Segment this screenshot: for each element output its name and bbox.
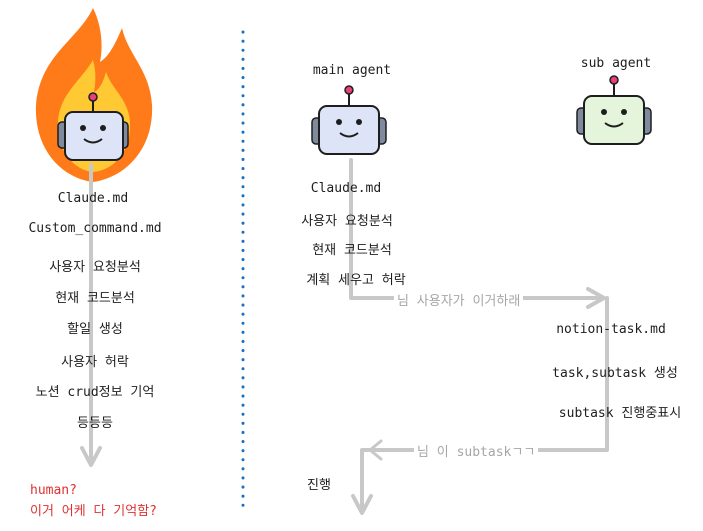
left-item-3: 사용자 요청분석 xyxy=(49,260,141,275)
return-label: 님 이 subtaskㄱㄱ xyxy=(414,441,539,460)
main-item-3: 현재 코드분석 xyxy=(312,243,392,258)
sub-item-3: subtask 진행중표시 xyxy=(558,406,682,421)
left-item-6: 사용자 허락 xyxy=(61,355,129,370)
main-agent-label: main agent xyxy=(312,63,392,78)
sub-item-2: task,subtask 생성 xyxy=(552,366,678,381)
left-item-8: 등등등 xyxy=(77,416,113,431)
question-note-line2: 이거 어케 다 기억함? xyxy=(30,504,157,519)
robot-icon-sub-agent xyxy=(576,75,652,145)
sub-agent-label: sub agent xyxy=(580,56,652,71)
handoff-label: 님 사용자가 이거하래 xyxy=(394,290,524,309)
left-item-7: 노션 crud정보 기억 xyxy=(35,385,155,400)
main-item-4: 계획 세우고 허락 xyxy=(306,273,406,288)
robot-icon-main-agent xyxy=(311,85,387,155)
final-label: 진행 xyxy=(307,478,331,493)
left-item-5: 할일 생성 xyxy=(67,322,123,337)
left-item-4: 현재 코드분석 xyxy=(55,291,135,306)
main-item-1: Claude.md xyxy=(310,181,382,196)
sub-item-1: notion-task.md xyxy=(556,322,666,337)
main-item-2: 사용자 요청분석 xyxy=(301,214,393,229)
question-note-line1: human? xyxy=(30,483,77,498)
robot-icon-left xyxy=(57,92,129,161)
left-item-1: Claude.md xyxy=(57,191,129,206)
left-item-2: Custom_command.md xyxy=(28,221,162,236)
